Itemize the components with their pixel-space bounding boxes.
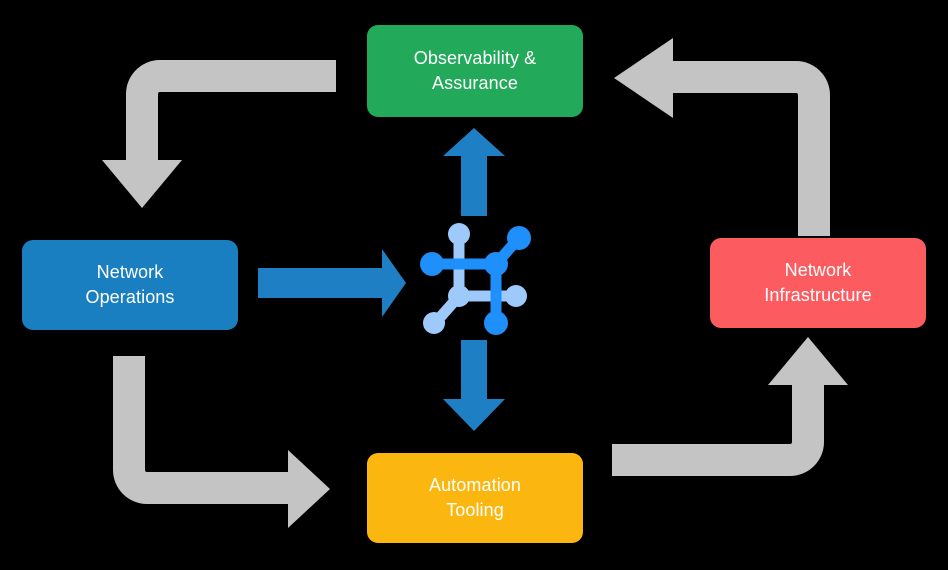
node-label-infrastructure: Network Infrastructure (764, 260, 872, 305)
node-network-operations[interactable]: Network Operations (22, 240, 238, 330)
blue-arrow-center-to-observability (443, 128, 505, 216)
node-automation-tooling[interactable]: Automation Tooling (367, 453, 583, 543)
node-label-observability: Observability & Assurance (413, 48, 537, 93)
topology-light-nodes (423, 223, 527, 334)
node-label-automation: Automation Tooling (428, 475, 522, 520)
grey-arrow-automation-to-infrastructure (612, 337, 848, 476)
node-observability-assurance[interactable]: Observability & Assurance (367, 25, 583, 117)
grey-arrow-infrastructure-to-observability (614, 38, 830, 236)
node-network-infrastructure[interactable]: Network Infrastructure (710, 238, 926, 328)
grey-arrow-operations-to-automation (113, 356, 330, 528)
network-topology-icon (420, 223, 531, 335)
grey-arrow-observability-to-operations (102, 60, 336, 208)
topology-dark-nodes (420, 226, 531, 335)
blue-arrow-center-to-automation (443, 340, 505, 431)
blue-arrow-operations-to-center (258, 249, 406, 317)
node-label-operations: Network Operations (85, 262, 175, 307)
